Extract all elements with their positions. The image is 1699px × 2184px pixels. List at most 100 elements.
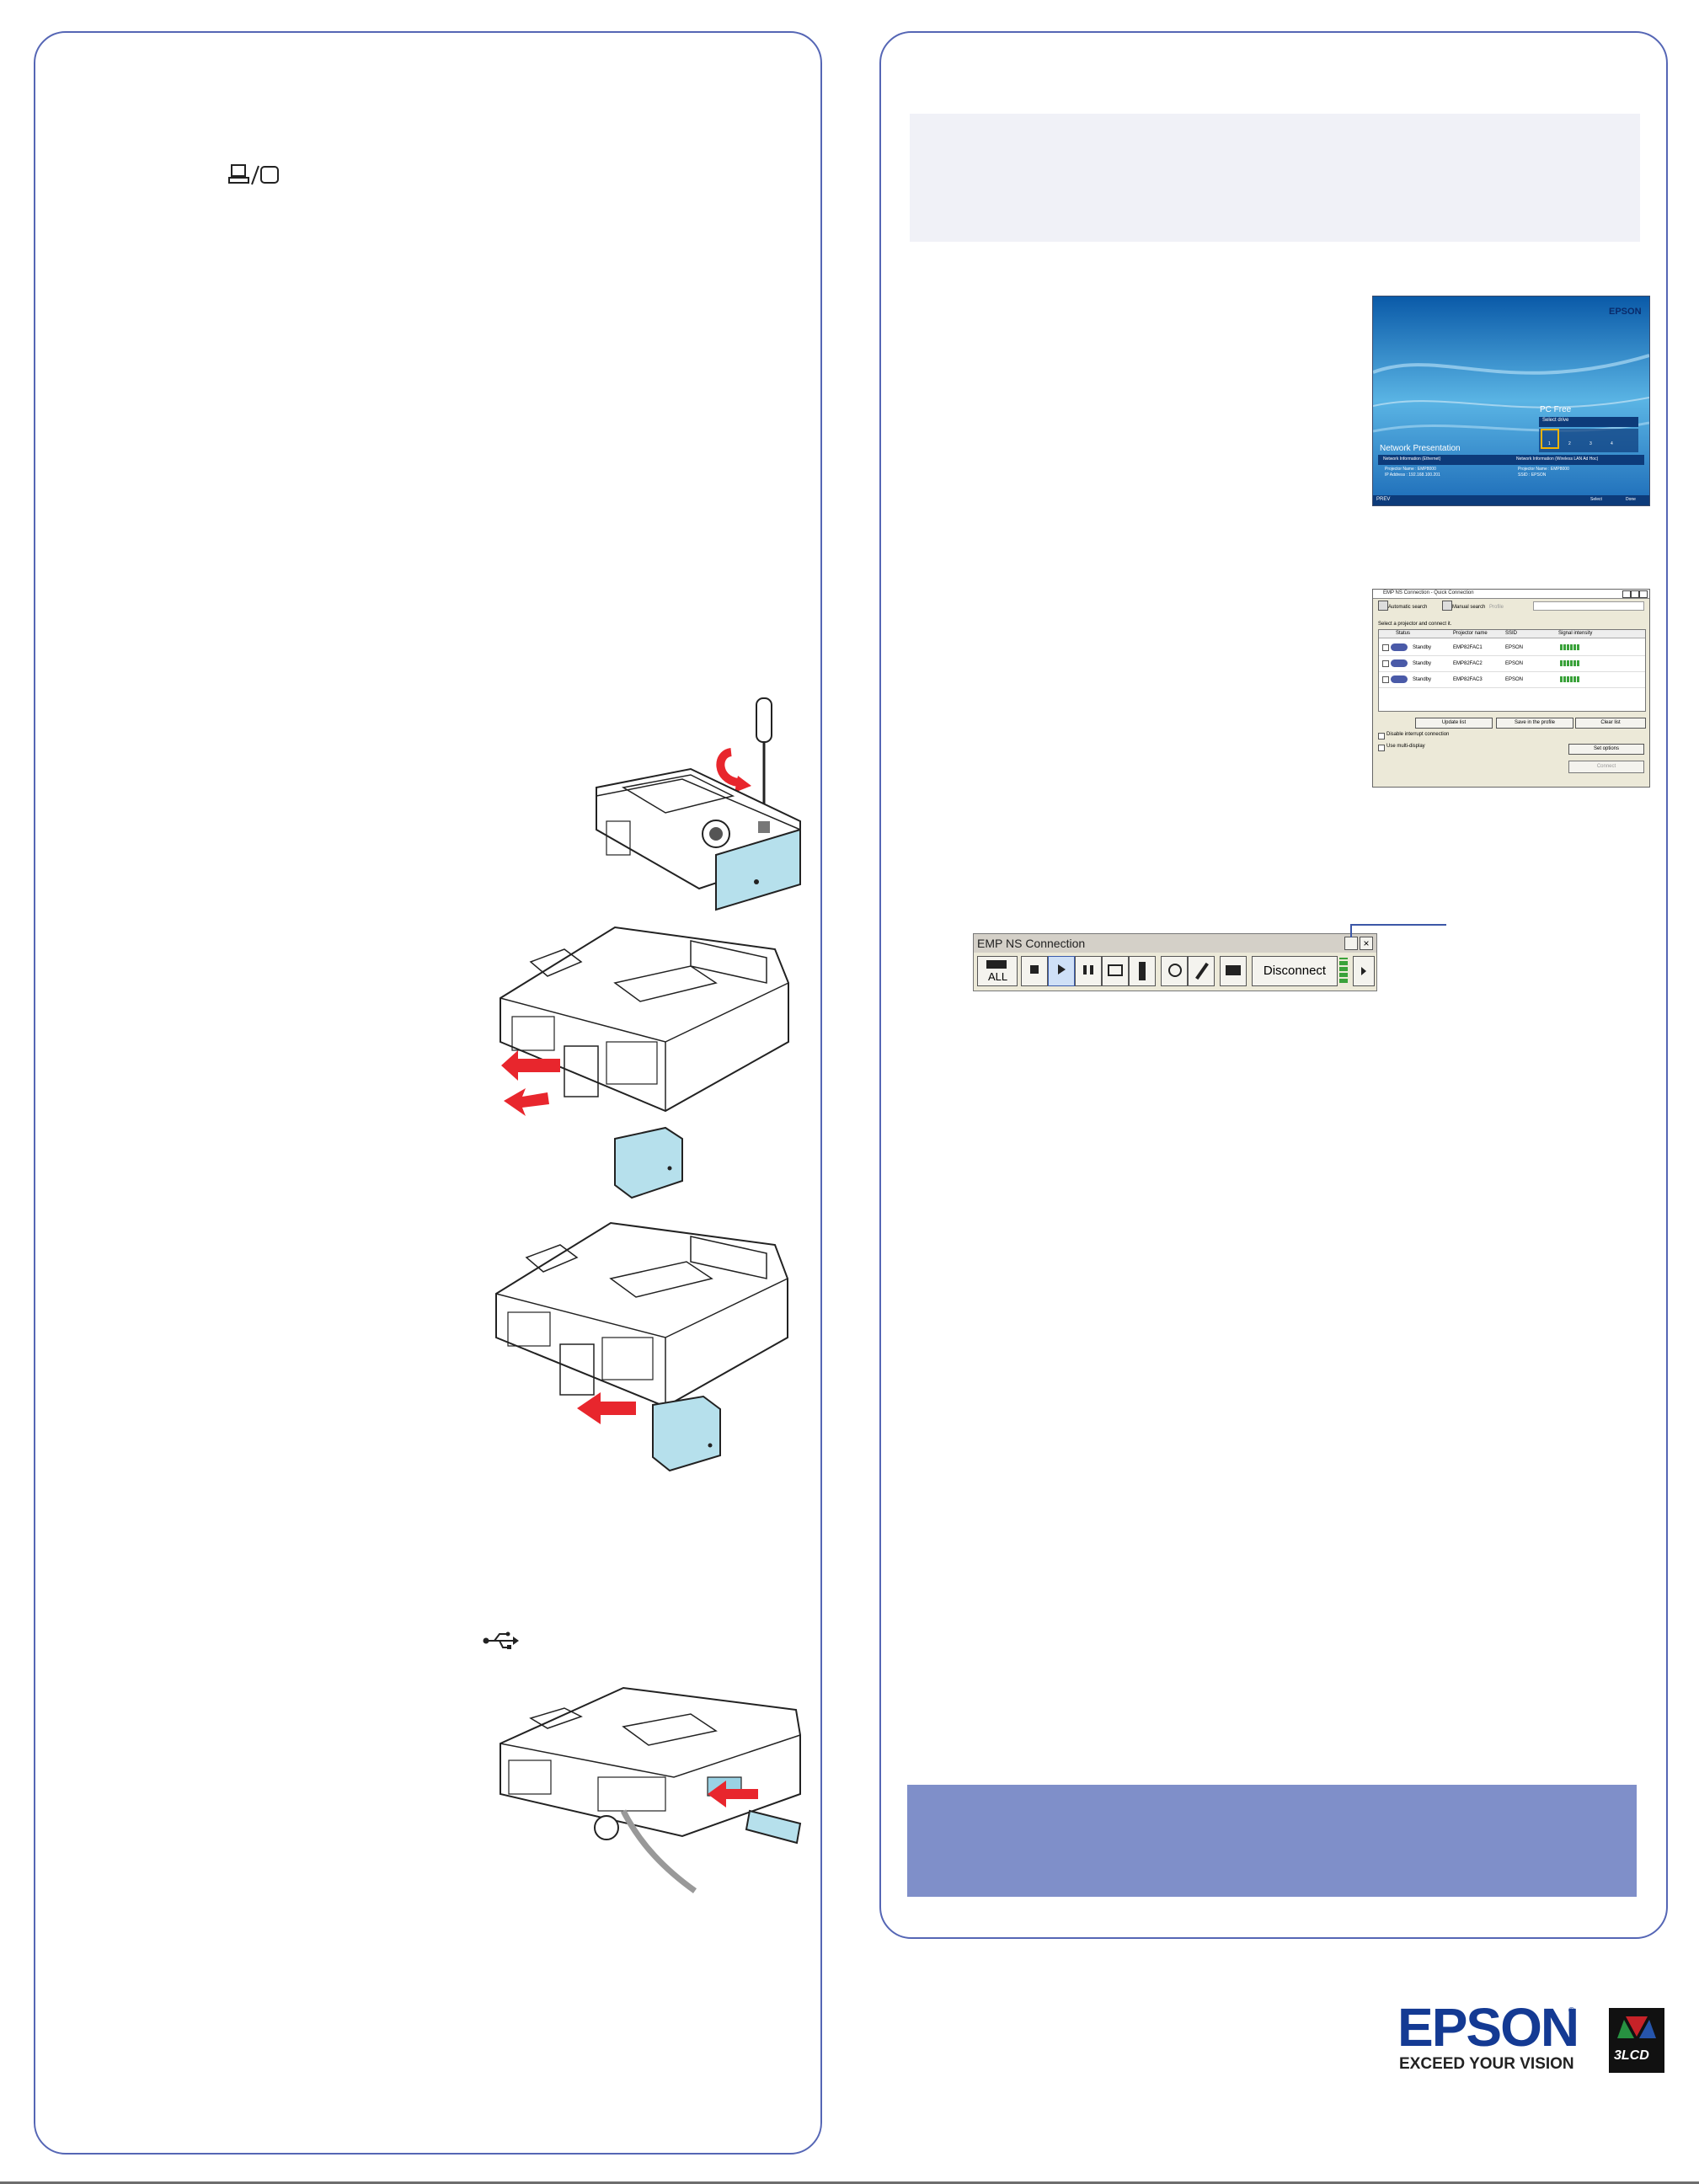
table-row[interactable]: Standby EMP82FAC1 EPSON (1379, 640, 1645, 656)
window-close-button[interactable] (1639, 590, 1648, 598)
wl-name-value: EMP8000 (1550, 467, 1569, 472)
drive-2[interactable]: 2 (1568, 441, 1571, 446)
manual-search-icon (1442, 601, 1452, 611)
drive-4[interactable]: 4 (1611, 441, 1613, 446)
all-button[interactable]: ALL (977, 956, 1018, 986)
profile-button[interactable]: Profile (1489, 605, 1504, 610)
signal-indicator (1339, 958, 1348, 983)
projector-icon (1391, 675, 1408, 683)
screen-brand: EPSON (1609, 307, 1642, 317)
multi-display-checkbox[interactable] (1378, 745, 1385, 751)
computer-source-icon (228, 163, 282, 188)
clear-list-button[interactable]: Clear list (1575, 718, 1646, 729)
screen-footer-select: Select (1590, 497, 1602, 502)
epson-logo: EPSON (1397, 1997, 1579, 2058)
toolbar-titlebar (974, 934, 1376, 953)
toolbar-minimize-button[interactable] (1344, 937, 1358, 950)
disable-interrupt-checkbox[interactable] (1378, 733, 1385, 740)
3lcd-label: 3LCD (1614, 2048, 1649, 2063)
row-ssid: EPSON (1505, 677, 1524, 682)
row-name: EMP82FAC1 (1453, 645, 1483, 650)
eth-name-label: Projector Name : (1385, 467, 1417, 472)
table-row[interactable]: Standby EMP82FAC3 EPSON (1379, 672, 1645, 688)
save-profile-button[interactable]: Save in the profile (1496, 718, 1573, 729)
multi-display-label: Use multi-display (1386, 744, 1425, 749)
stop-button[interactable] (1021, 956, 1048, 986)
drive-1[interactable]: 1 (1548, 441, 1551, 446)
projector-table: Status Projector name SSID Signal intens… (1378, 629, 1646, 712)
set-options-button[interactable]: Set options (1568, 744, 1644, 755)
disconnect-button[interactable]: Disconnect (1252, 956, 1338, 986)
col-projector-name[interactable]: Projector name (1453, 631, 1488, 636)
connect-button[interactable]: Connect (1568, 761, 1644, 773)
select-drive-label: Select drive (1542, 418, 1569, 423)
search-icon (1168, 964, 1182, 977)
display-icon (1108, 964, 1123, 976)
row-checkbox[interactable] (1382, 676, 1389, 683)
movie-button[interactable] (1220, 956, 1247, 986)
table-row[interactable]: Standby EMP82FAC2 EPSON (1379, 656, 1645, 672)
eth-name-value: EMP8000 (1417, 467, 1436, 472)
emp-ns-toolbar: EMP NS Connection × ALL Disconnect (973, 933, 1377, 991)
update-list-button[interactable]: Update list (1415, 718, 1493, 729)
stop-icon (1030, 965, 1039, 974)
play-icon (1058, 964, 1066, 975)
drive-3[interactable]: 3 (1589, 441, 1592, 446)
expand-arrow-button[interactable] (1353, 956, 1375, 986)
epson-tagline: EXCEED YOUR VISION (1399, 2055, 1574, 2073)
projector-pc-free-screen: EPSON PC Free Select drive 1 2 3 4 Netwo… (1372, 296, 1650, 506)
window-minimize-button[interactable] (1622, 590, 1631, 598)
signal-bars (1560, 660, 1580, 666)
ethernet-header: Network Information (Ethernet) (1383, 457, 1441, 462)
display-button[interactable] (1102, 956, 1129, 986)
projector-icon (986, 960, 1007, 969)
row-ssid: EPSON (1505, 645, 1524, 650)
registered-mark: ® (1568, 2006, 1575, 2016)
col-signal[interactable]: Signal intensity (1558, 631, 1593, 636)
row-ssid: EPSON (1505, 661, 1524, 666)
highlight-box (907, 1785, 1637, 1897)
manual-search-button[interactable]: Manual search (1452, 605, 1486, 610)
auto-search-icon (1378, 601, 1388, 611)
movie-icon (1226, 965, 1241, 975)
illustration-insert-module (493, 1220, 792, 1481)
callout-line-horizontal (1352, 924, 1446, 926)
signal-bars (1560, 644, 1580, 650)
wireless-header: Network Information (Wireless LAN Ad Hoc… (1516, 457, 1599, 462)
wireless-info: Projector Name : EMP8000 SSID : EPSON (1518, 467, 1569, 478)
ethernet-info: Projector Name : EMP8000 IP Address : 19… (1385, 467, 1440, 478)
col-ssid[interactable]: SSID (1505, 631, 1518, 636)
row-name: EMP82FAC3 (1453, 677, 1483, 682)
tools-button[interactable] (1188, 956, 1215, 986)
row-status: Standby (1413, 661, 1432, 666)
automatic-search-button[interactable]: Automatic search (1388, 605, 1428, 610)
remote-icon (1139, 962, 1146, 980)
eth-ip-value: 192.168.100.201 (1408, 473, 1440, 478)
row-checkbox[interactable] (1382, 660, 1389, 667)
quick-connection-title: EMP NS Connection - Quick Connection (1383, 590, 1474, 595)
remote-button[interactable] (1129, 956, 1156, 986)
note-box (910, 114, 1640, 242)
row-name: EMP82FAC2 (1453, 661, 1483, 666)
quick-connection-titlebar (1373, 590, 1649, 599)
row-checkbox[interactable] (1382, 644, 1389, 651)
bottom-rule (0, 2181, 1699, 2184)
col-status[interactable]: Status (1396, 631, 1411, 636)
play-button[interactable] (1048, 956, 1075, 986)
usb-icon (483, 1631, 520, 1651)
network-presentation-heading: Network Presentation (1380, 444, 1461, 453)
pause-icon (1083, 965, 1093, 975)
profile-field[interactable] (1533, 601, 1644, 611)
illustration-remove-cover (497, 924, 792, 1206)
callout-line-vertical (1350, 924, 1352, 937)
wl-ssid-label: SSID : (1518, 473, 1531, 478)
toolbar-title: EMP NS Connection (977, 937, 1086, 950)
projector-icon (1391, 659, 1408, 667)
search-projector-button[interactable] (1161, 956, 1188, 986)
window-maximize-button[interactable] (1631, 590, 1639, 598)
pc-free-title: PC Free (1540, 405, 1572, 414)
wl-ssid-value: EPSON (1531, 473, 1547, 478)
chevron-right-icon (1361, 967, 1366, 975)
pause-button[interactable] (1075, 956, 1102, 986)
toolbar-close-button[interactable]: × (1360, 937, 1373, 950)
